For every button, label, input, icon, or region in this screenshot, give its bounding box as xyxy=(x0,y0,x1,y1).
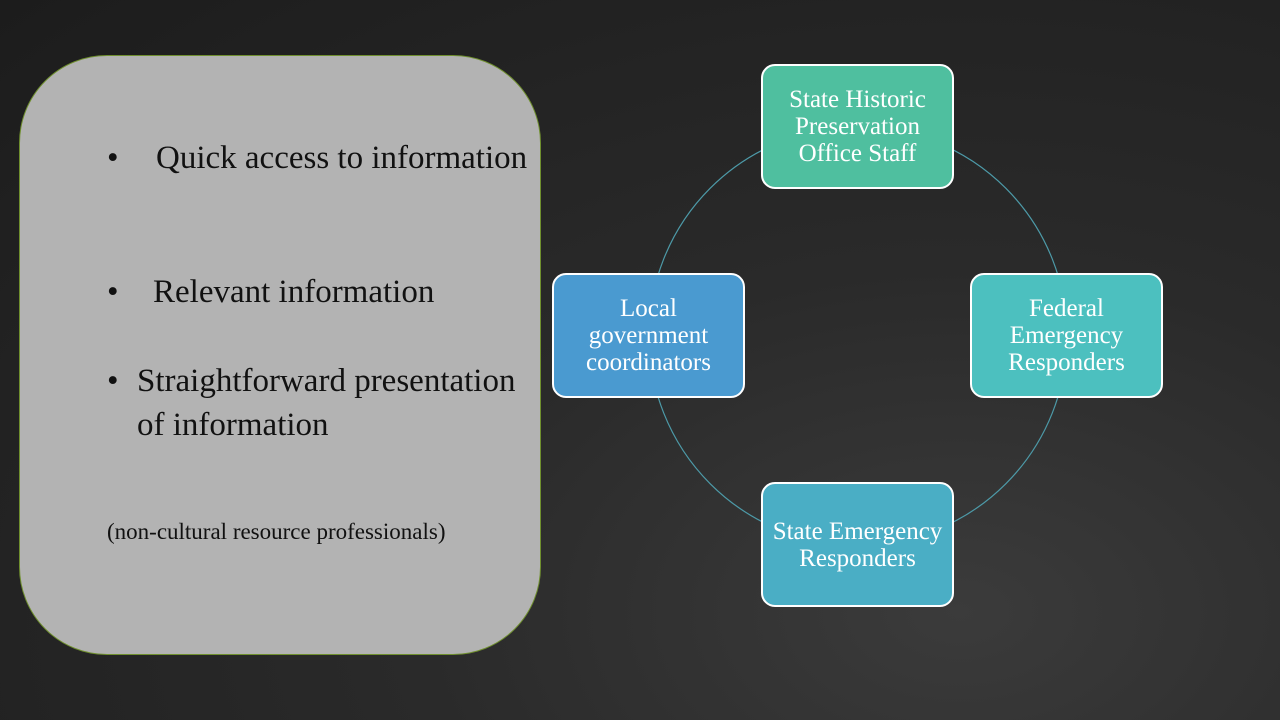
bullet-icon: • xyxy=(107,140,119,176)
bullet-icon: • xyxy=(107,363,119,399)
node-state-historic-preservation: State Historic Preservation Office Staff xyxy=(761,64,954,189)
node-label: State Historic Preservation Office Staff xyxy=(789,86,926,167)
need-item-text: Straightforward presentation of informat… xyxy=(137,363,516,443)
need-item-relevant: • Relevant information xyxy=(107,270,537,314)
node-label: Local government coordinators xyxy=(586,295,711,376)
node-federal-emergency-responders: Federal Emergency Responders xyxy=(970,273,1163,398)
node-label: Federal Emergency Responders xyxy=(1008,295,1125,376)
node-local-government-coordinators: Local government coordinators xyxy=(552,273,745,398)
audience-note: (non-cultural resource professionals) xyxy=(107,519,446,544)
bullet-icon: • xyxy=(107,274,119,310)
need-item-straightforward: • Straightforward presentation of inform… xyxy=(107,359,537,447)
need-item-text: Quick access to information xyxy=(156,140,528,176)
needs-panel: • Quick access to information • Relevant… xyxy=(19,55,541,655)
need-item-quick-access: • Quick access to information xyxy=(107,136,537,180)
node-state-emergency-responders: State Emergency Responders xyxy=(761,482,954,607)
node-label: State Emergency Responders xyxy=(772,517,943,572)
need-item-text: Relevant information xyxy=(153,274,435,310)
